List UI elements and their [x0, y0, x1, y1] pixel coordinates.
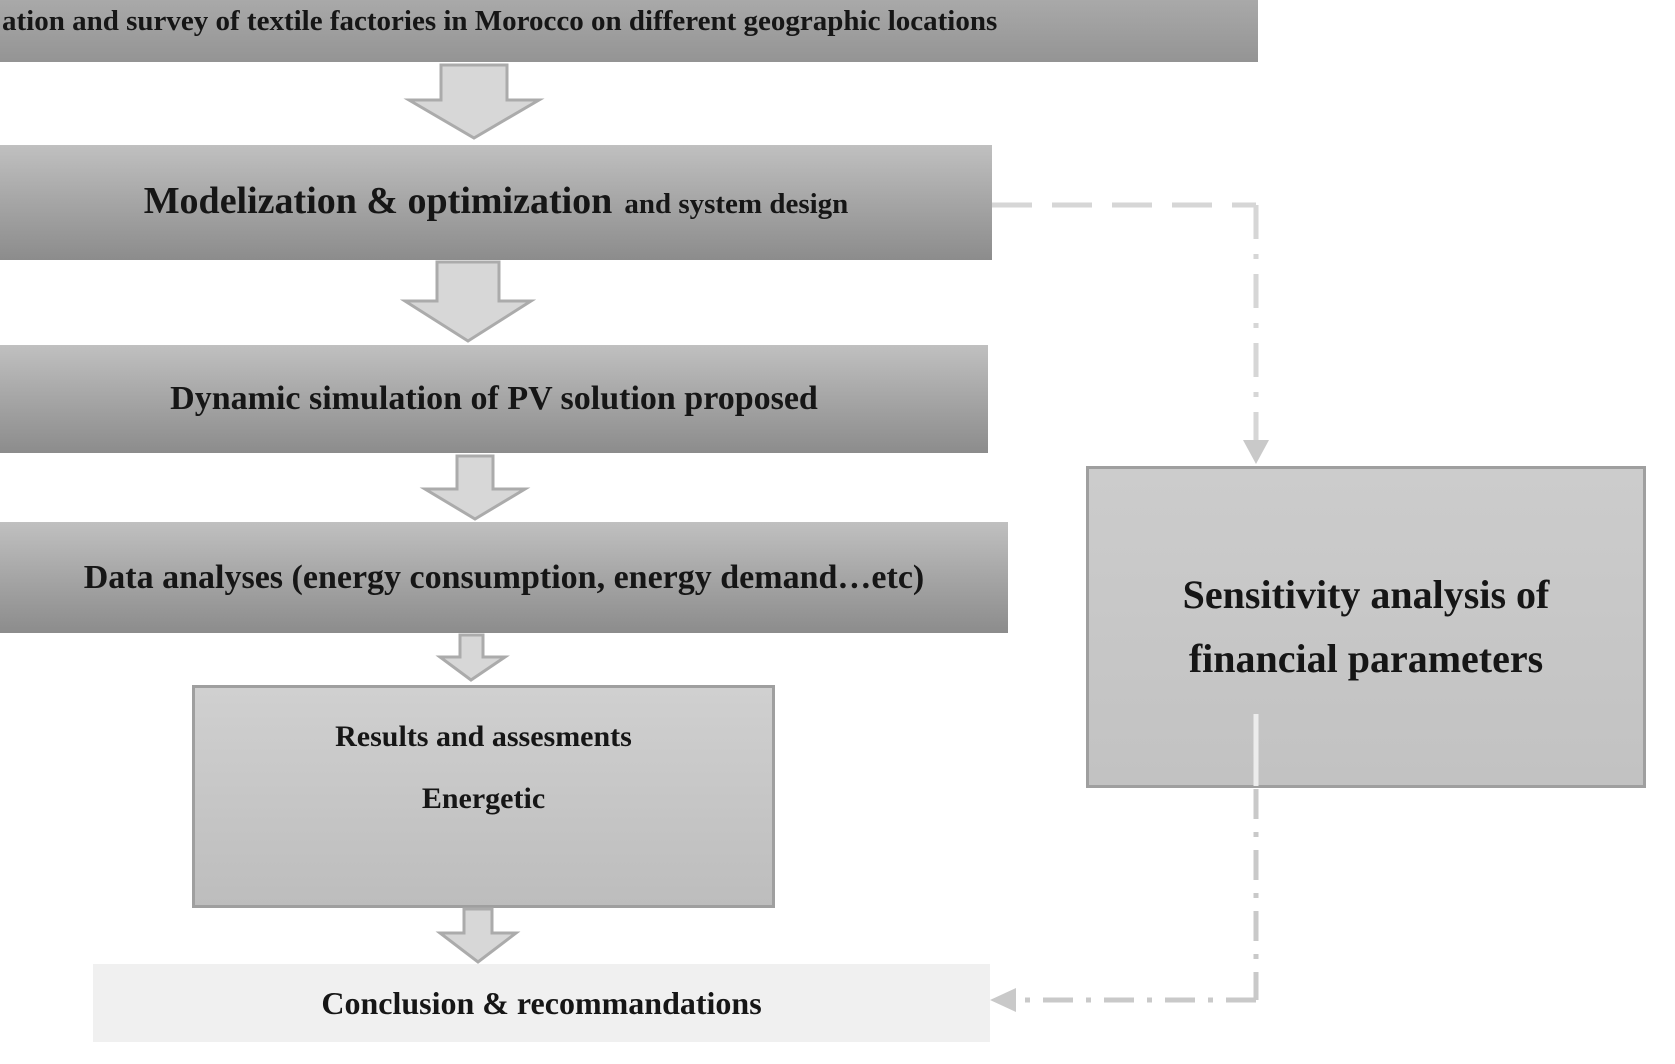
sensitivity-label-line2: financial parameters: [1188, 636, 1544, 681]
node-modelization-bar: Modelization & optimization and system d…: [0, 145, 992, 260]
sensitivity-label-line1: Sensitivity analysis of: [1182, 572, 1550, 617]
conclusion-label: Conclusion & recommandations: [321, 984, 762, 1021]
dynamic-simulation-label: Dynamic simulation of PV solution propos…: [170, 380, 818, 417]
down-arrow-5-icon: [435, 907, 521, 964]
down-arrow-1-icon: [403, 63, 545, 140]
node-sensitivity-box: Sensitivity analysis of financial parame…: [1086, 466, 1646, 788]
connector-arrowhead-left-icon: [990, 988, 1016, 1012]
down-arrow-3-icon: [419, 454, 531, 521]
data-analyses-label: Data analyses (energy consumption, energ…: [83, 558, 925, 596]
node-dynamic-simulation-bar: Dynamic simulation of PV solution propos…: [0, 345, 988, 453]
results-label-line2: Energetic: [421, 782, 546, 815]
node-conclusion-bar: Conclusion & recommandations: [93, 964, 990, 1042]
node-results-box: Results and assesments Energetic: [192, 685, 775, 908]
results-label-line1: Results and assesments: [335, 720, 632, 753]
survey-label: ation and survey of textile factories in…: [2, 5, 998, 37]
modelization-sublabel: and system design: [624, 188, 849, 220]
modelization-label: Modelization & optimization: [143, 180, 613, 222]
node-survey-bar: ation and survey of textile factories in…: [0, 0, 1258, 62]
down-arrow-2-icon: [399, 260, 537, 343]
node-data-analyses-bar: Data analyses (energy consumption, energ…: [0, 522, 1008, 633]
connector-arrowhead-down-icon: [1243, 440, 1269, 464]
down-arrow-4-icon: [435, 633, 510, 682]
